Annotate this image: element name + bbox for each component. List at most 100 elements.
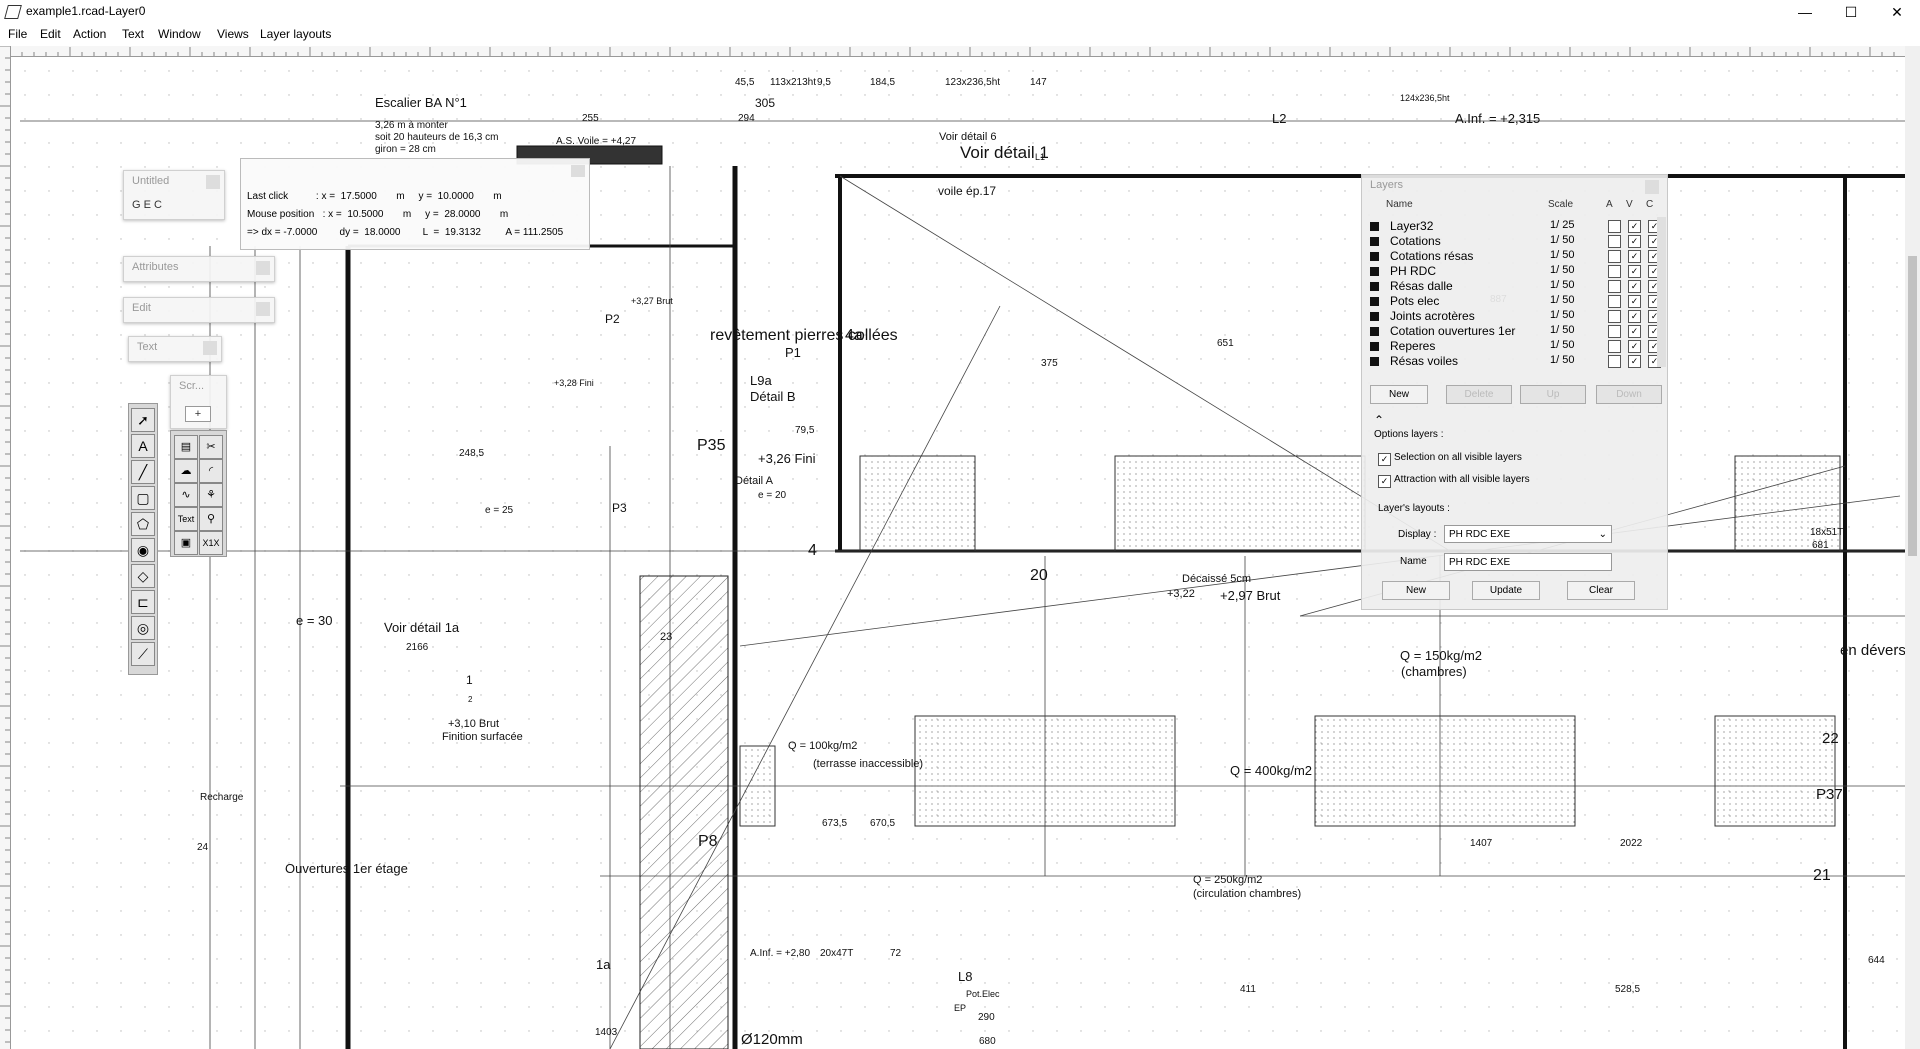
layout-name-input[interactable]: PH RDC EXE <box>1444 553 1612 571</box>
close-icon[interactable] <box>1645 180 1659 194</box>
layer-v-checkbox[interactable]: ✓ <box>1628 250 1641 263</box>
tree-tool-icon[interactable]: ⚘ <box>199 483 223 507</box>
new-layout-button[interactable]: New <box>1382 581 1450 600</box>
symbol-tool-icon[interactable]: ⚲ <box>199 507 223 531</box>
selection-all-checkbox[interactable]: ✓ <box>1378 453 1391 466</box>
scrollbar-thumb[interactable] <box>1908 256 1917 556</box>
layer-color-swatch[interactable] <box>1370 327 1379 336</box>
vertical-scrollbar[interactable] <box>1905 46 1920 1049</box>
layer-a-checkbox[interactable] <box>1608 250 1621 263</box>
cloud-tool-icon[interactable]: ☁ <box>174 459 198 483</box>
delete-layer-button[interactable]: Delete <box>1446 385 1512 404</box>
new-layer-button[interactable]: New <box>1370 385 1428 404</box>
wave-tool-icon[interactable]: ∿ <box>174 483 198 507</box>
attributes-palette[interactable]: Attributes <box>123 256 275 282</box>
clear-layout-button[interactable]: Clear <box>1567 581 1635 600</box>
attraction-all-checkbox[interactable]: ✓ <box>1378 475 1391 488</box>
measure-tool-icon[interactable]: ◎ <box>131 616 155 640</box>
layout-tool-icon[interactable]: ▤ <box>174 435 198 459</box>
layer-a-checkbox[interactable] <box>1608 325 1621 338</box>
close-icon[interactable] <box>256 302 270 316</box>
arrow-tool-icon[interactable]: ➚ <box>131 408 155 432</box>
display-select[interactable]: PH RDC EXE ⌄ <box>1444 525 1612 543</box>
layer-v-checkbox[interactable]: ✓ <box>1628 280 1641 293</box>
menu-layer-layouts[interactable]: Layer layouts <box>260 27 332 41</box>
dimension-tool-icon[interactable]: ⊏ <box>131 590 155 614</box>
layer-a-checkbox[interactable] <box>1608 310 1621 323</box>
layer-list-scrollbar[interactable] <box>1657 217 1666 367</box>
layer-color-swatch[interactable] <box>1370 282 1379 291</box>
rectangle-tool-icon[interactable]: ▢ <box>131 486 155 510</box>
move-up-button[interactable]: Up <box>1520 385 1586 404</box>
layer-color-swatch[interactable] <box>1370 357 1379 366</box>
circle-tool-icon[interactable]: ◉ <box>131 538 155 562</box>
add-button[interactable]: + <box>185 406 211 422</box>
menu-action[interactable]: Action <box>73 27 107 41</box>
layer-v-checkbox[interactable]: ✓ <box>1628 235 1641 248</box>
layer-color-swatch[interactable] <box>1370 267 1379 276</box>
close-icon[interactable] <box>571 165 585 177</box>
menu-window[interactable]: Window <box>158 27 201 41</box>
layer-scale: 1/ 50 <box>1550 264 1575 276</box>
ellipse-tool-icon[interactable]: ◇ <box>131 564 155 588</box>
layer-v-checkbox[interactable]: ✓ <box>1628 355 1641 368</box>
layer-a-checkbox[interactable] <box>1608 355 1621 368</box>
menu-views[interactable]: Views <box>217 27 249 41</box>
menu-edit[interactable]: Edit <box>40 27 61 41</box>
hatch-tool-icon[interactable]: ⟋ <box>131 642 155 666</box>
layer-color-swatch[interactable] <box>1370 342 1379 351</box>
edit-palette[interactable]: Edit <box>123 297 275 323</box>
layer-color-swatch[interactable] <box>1370 252 1379 261</box>
layer-color-swatch[interactable] <box>1370 222 1379 231</box>
layer-color-swatch[interactable] <box>1370 312 1379 321</box>
plan-label: +3,27 Brut <box>631 296 673 306</box>
line-tool-icon[interactable]: ╱ <box>131 460 155 484</box>
layer-color-swatch[interactable] <box>1370 297 1379 306</box>
close-button[interactable]: ✕ <box>1891 4 1903 20</box>
layer-v-checkbox[interactable]: ✓ <box>1628 340 1641 353</box>
layer-a-checkbox[interactable] <box>1608 295 1621 308</box>
scissors-tool-icon[interactable]: ✂ <box>199 435 223 459</box>
layer-a-checkbox[interactable] <box>1608 340 1621 353</box>
layer-v-checkbox[interactable]: ✓ <box>1628 310 1641 323</box>
layer-v-checkbox[interactable]: ✓ <box>1628 220 1641 233</box>
text-box-tool[interactable]: Text <box>174 507 198 531</box>
layer-a-checkbox[interactable] <box>1608 280 1621 293</box>
close-icon[interactable] <box>256 261 270 275</box>
untitled-palette[interactable]: Untitled G E C <box>123 170 225 220</box>
layer-v-checkbox[interactable]: ✓ <box>1628 295 1641 308</box>
image-tool-icon[interactable]: ▣ <box>174 531 198 555</box>
text-palette[interactable]: Text <box>128 336 222 362</box>
layer-color-swatch[interactable] <box>1370 237 1379 246</box>
layer-a-checkbox[interactable] <box>1608 265 1621 278</box>
close-icon[interactable] <box>203 341 217 355</box>
layer-v-checkbox[interactable]: ✓ <box>1628 265 1641 278</box>
maximize-button[interactable]: ☐ <box>1844 4 1858 20</box>
scr-palette[interactable]: Scr... + <box>170 375 227 429</box>
arc-tool-icon[interactable]: ◜ <box>199 459 223 483</box>
menu-text[interactable]: Text <box>122 27 145 41</box>
polygon-tool-icon[interactable]: ⬠ <box>131 512 155 536</box>
menu-file[interactable]: File <box>8 27 28 41</box>
layer-a-checkbox[interactable] <box>1608 235 1621 248</box>
layer-v-checkbox[interactable]: ✓ <box>1628 325 1641 338</box>
x1x-tool[interactable]: X1X <box>199 531 223 555</box>
update-layout-button[interactable]: Update <box>1472 581 1540 600</box>
minimize-button[interactable]: — <box>1798 4 1812 20</box>
close-icon[interactable] <box>206 175 220 189</box>
layer-a-checkbox[interactable] <box>1608 220 1621 233</box>
move-down-button[interactable]: Down <box>1596 385 1662 404</box>
text-tool-icon[interactable]: A <box>131 434 155 458</box>
collapse-icon[interactable]: ⌃ <box>1374 413 1385 427</box>
